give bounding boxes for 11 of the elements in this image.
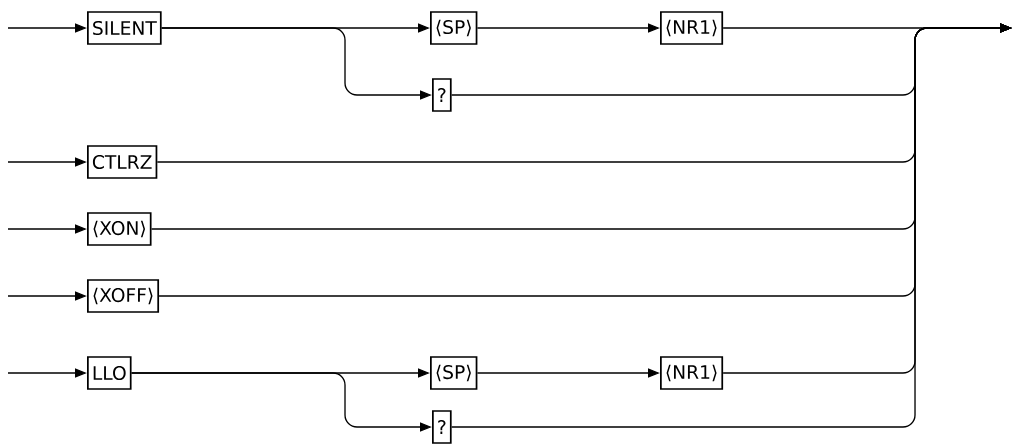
- syntax-box: LLO: [87, 356, 132, 390]
- syntax-box: ⟨XON⟩: [87, 212, 152, 246]
- syntax-box: ⟨SP⟩: [430, 11, 478, 45]
- syntax-box: ⟨SP⟩: [430, 356, 478, 390]
- syntax-box: ⟨NR1⟩: [660, 11, 724, 45]
- syntax-box: ⟨XOFF⟩: [87, 279, 160, 313]
- syntax-box: ⟨NR1⟩: [660, 356, 724, 390]
- syntax-box: ?: [432, 78, 452, 112]
- syntax-box: SILENT: [87, 11, 162, 45]
- syntax-box: ?: [432, 410, 452, 444]
- syntax-box: CTLRZ: [87, 145, 158, 179]
